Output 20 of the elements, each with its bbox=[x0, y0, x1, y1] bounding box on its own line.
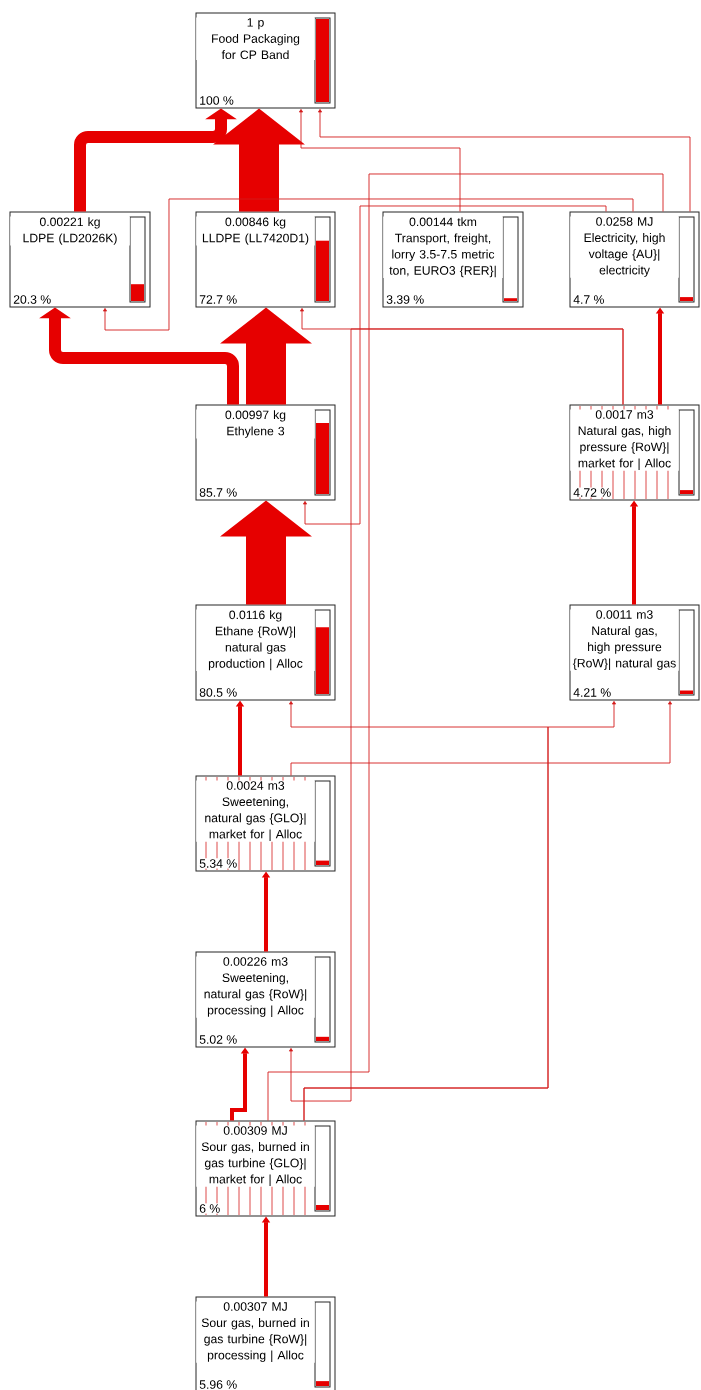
flow-arrow bbox=[290, 701, 672, 776]
process-box: 0.00997 kg Ethylene 3 85.7 % bbox=[195, 404, 336, 501]
flow-arrow bbox=[299, 109, 461, 212]
process-box: 0.0116 kg Ethane {RoW}| natural gas production | Alloc 80.5 % bbox=[195, 604, 336, 701]
process-box: 0.00309 MJ Sour gas, burned in gas turbine {GLO}| market for | Alloc 6 % bbox=[195, 1120, 336, 1217]
process-box: 0.00221 kg LDPE (LD2026K) 20.3 % bbox=[9, 211, 151, 308]
flow-arrow bbox=[303, 205, 607, 525]
flow-arrow bbox=[303, 701, 616, 1121]
process-box: 0.00144 tkm Transport, freight, lorry 3.5-7.5 metric ton, EURO3 {RER}| 3.39 % bbox=[382, 211, 524, 308]
process-box: 0.0017 m3 Natural gas, high pressure {RoW}| market for | Alloc 4.72 % bbox=[569, 404, 700, 501]
flow-arrow bbox=[103, 198, 634, 331]
flow-arrow bbox=[289, 328, 624, 1102]
process-box: 0.00226 m3 Sweetening, natural gas {RoW}| processing | Alloc 5.02 % bbox=[195, 951, 336, 1048]
process-box: 0.0011 m3 Natural gas, high pressure {RoW}| natural gas 4.21 % bbox=[569, 604, 700, 701]
process-box: 0.0258 MJ Electricity, high voltage {AU}| electricity 4.7 % bbox=[569, 211, 700, 308]
process-box: 0.0024 m3 Sweetening, natural gas {GLO}| market for | Alloc 5.34 % bbox=[195, 775, 336, 872]
flow-arrow bbox=[318, 109, 691, 212]
process-box: 0.00307 MJ Sour gas, burned in gas turbine {RoW}| processing | Alloc 5.96 % bbox=[195, 1296, 336, 1390]
process-box: 0.00846 kg LLDPE (LL7420D1) 72.7 % bbox=[195, 211, 336, 308]
process-box: 1 p Food Packaging for CP Band 100 % bbox=[195, 12, 336, 109]
